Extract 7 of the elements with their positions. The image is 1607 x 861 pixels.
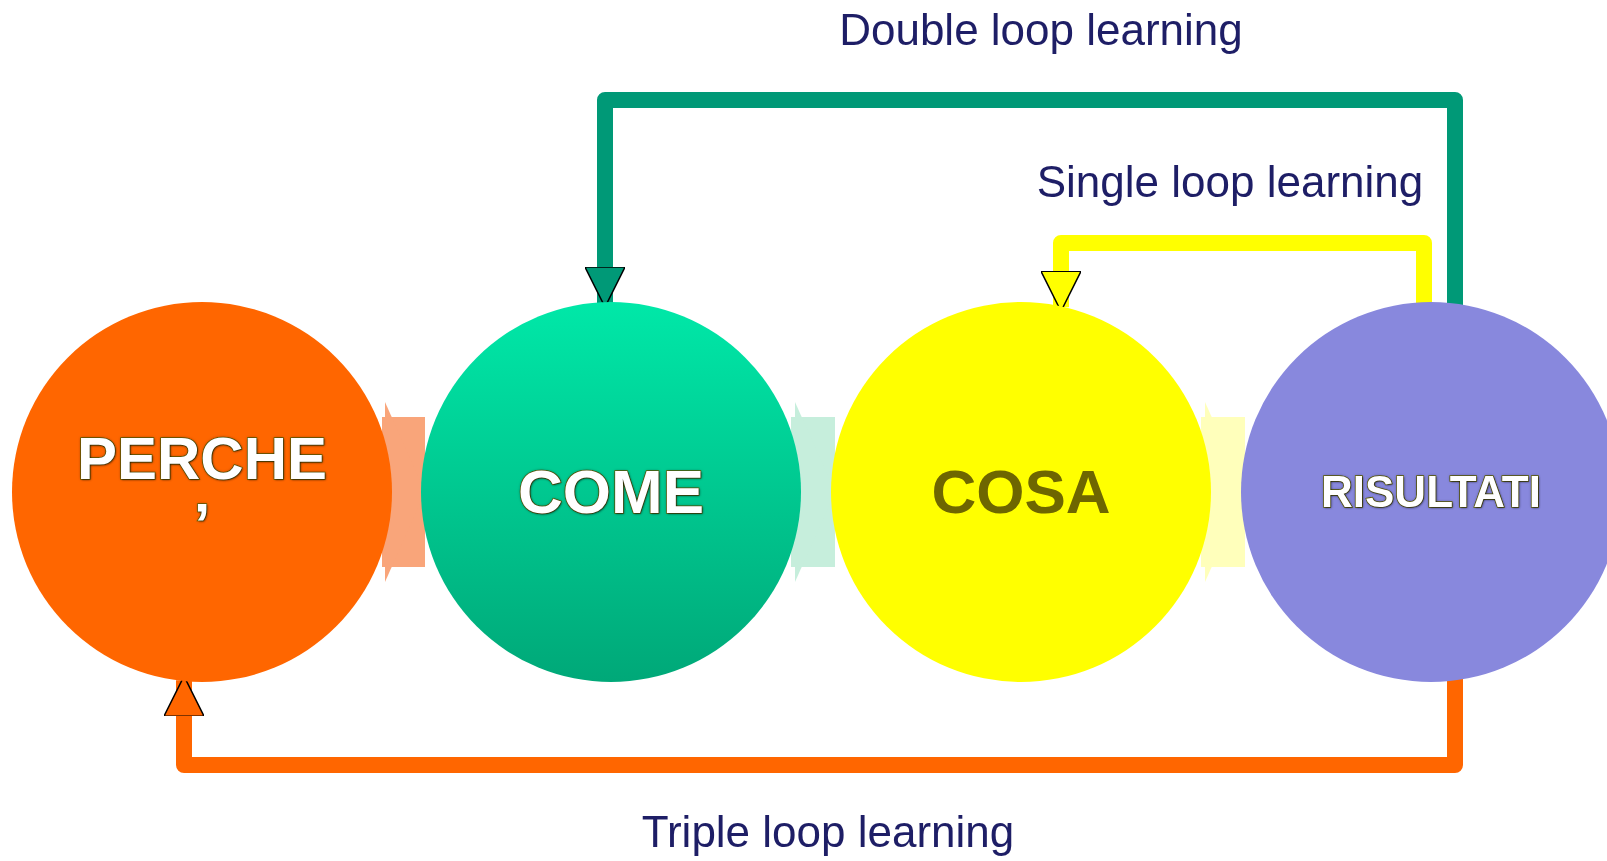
node-label: PERCHE ’ <box>77 426 327 558</box>
node-label: COME <box>518 457 704 527</box>
node-label: RISULTATI <box>1321 467 1541 517</box>
chevron-arrow <box>791 402 835 582</box>
chevron-arrow <box>382 402 425 582</box>
chevron-arrow <box>1201 402 1245 582</box>
node-label: COSA <box>931 457 1111 527</box>
